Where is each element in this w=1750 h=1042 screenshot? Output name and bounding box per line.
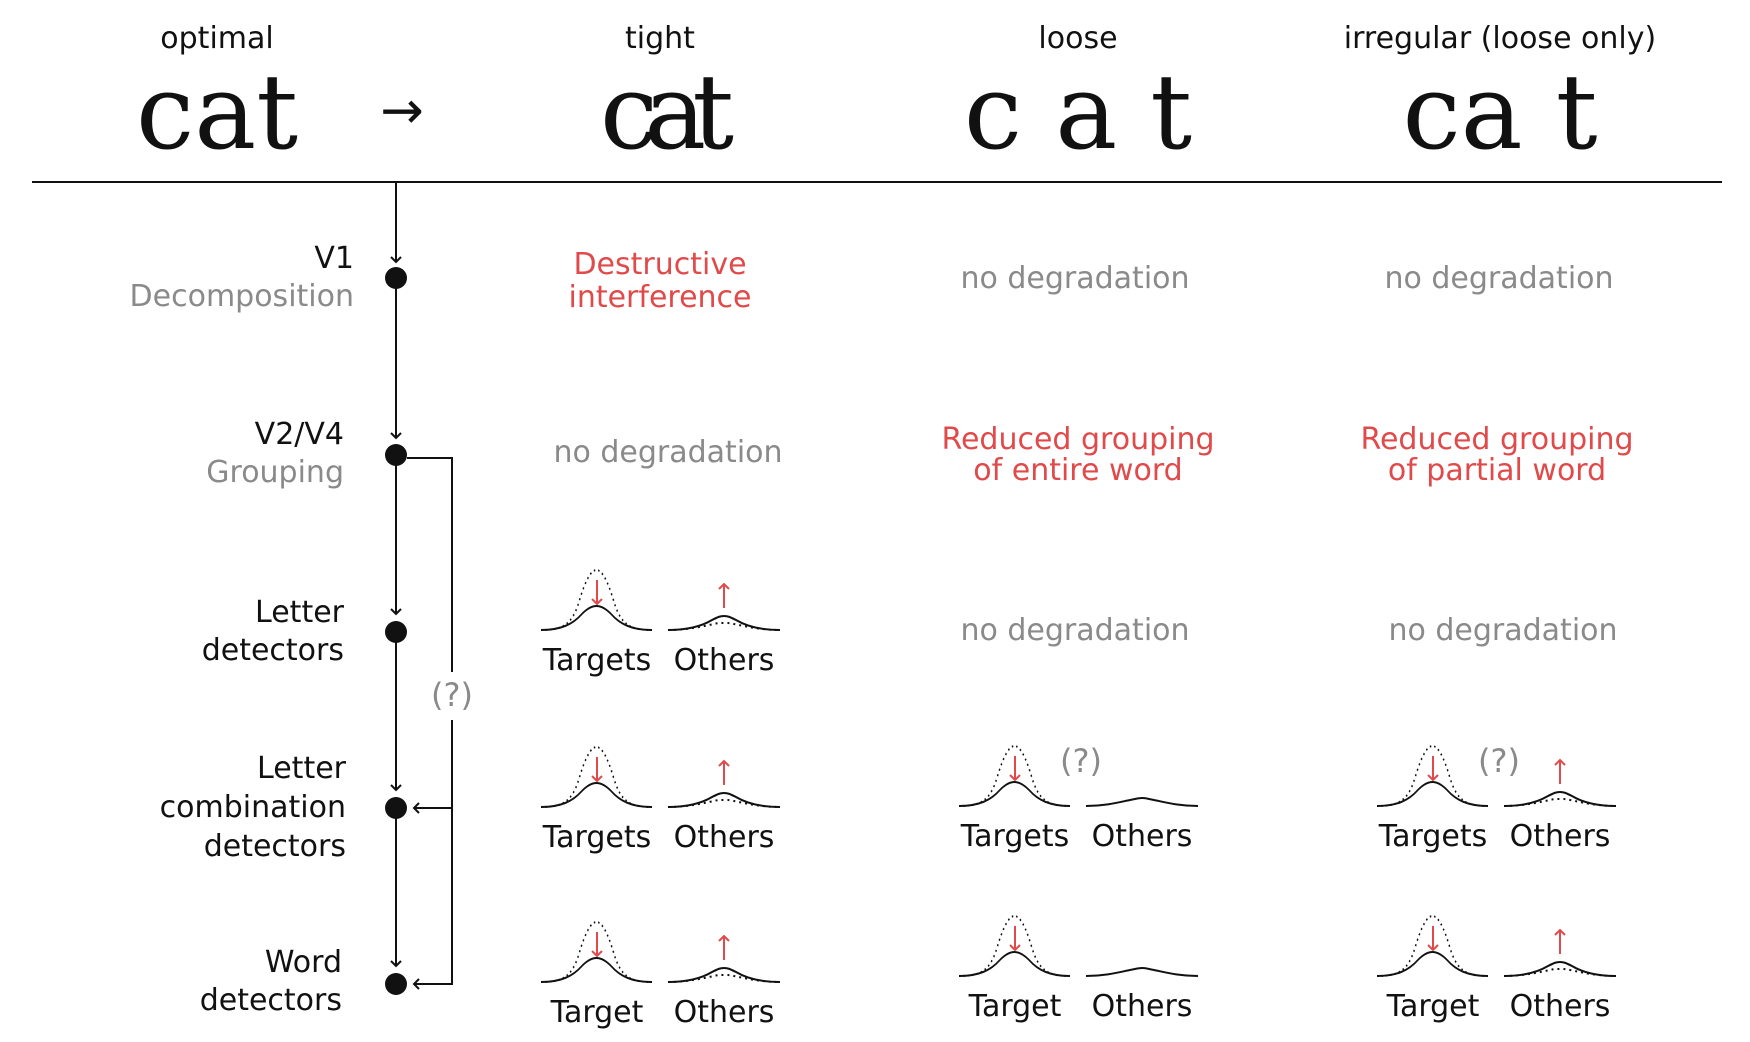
tight-combination-others: Others <box>667 759 781 855</box>
feedback-label-bg <box>428 672 476 720</box>
activation-curves: Targets Others Targets Others Target <box>0 0 1617 1030</box>
loose-word-others: Others <box>1085 966 1199 1024</box>
stage-combination-subtitle: combination <box>160 790 346 825</box>
irregular-combination-others: Others <box>1503 758 1617 854</box>
target-label: Target <box>1386 989 1480 1024</box>
tight-letter-others: Others <box>667 582 781 678</box>
node-v2v4 <box>385 444 407 466</box>
pipeline: (?) V1 Decomposition V2/V4 Grouping Lett… <box>130 183 476 1018</box>
cell-loose-letter: no degradation <box>960 613 1189 648</box>
stage-v2v4-subtitle: Grouping <box>206 455 344 490</box>
others-flat-curve <box>1085 966 1199 977</box>
stage-v1-title: V1 <box>314 241 354 276</box>
targets-label: Targets <box>542 820 651 855</box>
target-label: Target <box>968 989 1062 1024</box>
cell-irregular-v2-line2: of partial word <box>1388 453 1606 488</box>
word-irregular: ca t <box>1402 51 1597 173</box>
target-actual-solid <box>1376 950 1488 977</box>
others-label: Others <box>1510 989 1611 1024</box>
cell-irregular-v2-line1: Reduced grouping <box>1360 422 1633 457</box>
word-optimal: cat <box>136 51 298 173</box>
caption-loose: loose <box>1038 21 1117 56</box>
node-letter-combination <box>385 797 407 819</box>
others-actual-solid <box>667 791 781 808</box>
others-actual-solid <box>1503 790 1617 807</box>
target-actual-solid <box>958 780 1070 807</box>
cell-tight-v1-line1: Destructive <box>573 247 746 282</box>
others-label: Others <box>1510 819 1611 854</box>
stage-word-title: Word <box>265 945 342 980</box>
cell-irregular-letter: no degradation <box>1388 613 1617 648</box>
stage-combination-subtitle2: detectors <box>204 829 346 864</box>
stage-v2v4-title: V2/V4 <box>255 417 344 452</box>
others-label: Others <box>674 995 775 1030</box>
others-label: Others <box>674 820 775 855</box>
targets-label: Targets <box>542 643 651 678</box>
others-actual-solid <box>667 614 781 631</box>
target-actual-solid <box>540 956 652 983</box>
cell-loose-v1: no degradation <box>960 261 1189 296</box>
irregular-word-target: Target <box>1376 914 1488 1024</box>
stage-combination-title: Letter <box>257 751 347 786</box>
stage-letter-subtitle: detectors <box>202 633 344 668</box>
target-actual-solid <box>540 781 652 808</box>
target-actual-solid <box>1376 780 1488 807</box>
loose-word-target: Target <box>958 914 1070 1024</box>
stage-word-subtitle: detectors <box>200 983 342 1018</box>
cell-tight-v1-line2: interference <box>568 280 751 315</box>
cell-irregular-v1: no degradation <box>1384 261 1613 296</box>
node-v1 <box>385 267 407 289</box>
tight-combination-targets: Targets <box>540 745 652 855</box>
targets-label: Targets <box>960 819 1069 854</box>
target-actual-solid <box>540 604 652 631</box>
stage-v1-subtitle: Decomposition <box>130 279 354 314</box>
target-curve-baseline <box>0 0 152 4</box>
target-label: Target <box>550 995 644 1030</box>
irregular-combination-targets: (?) Targets <box>1376 742 1520 854</box>
word-loose: c a t <box>964 51 1192 173</box>
node-letter <box>385 621 407 643</box>
feedback-label: (?) <box>431 676 473 714</box>
header-arrow: → <box>380 81 424 141</box>
irregular-word-others: Others <box>1503 928 1617 1024</box>
uncertain-label: (?) <box>1060 742 1102 780</box>
node-word <box>385 973 407 995</box>
loose-combination-targets: (?) Targets <box>958 742 1102 854</box>
others-actual-solid <box>1503 960 1617 977</box>
cells: Destructive interference no degradation … <box>553 247 1633 648</box>
others-label: Others <box>674 643 775 678</box>
word-tight: cat <box>600 51 733 173</box>
others-flat-curve <box>1085 796 1199 807</box>
targets-label: Targets <box>1378 819 1487 854</box>
caption-optimal: optimal <box>160 21 273 56</box>
others-actual-solid <box>667 966 781 983</box>
others-label: Others <box>1092 989 1193 1024</box>
caption-irregular: irregular (loose only) <box>1344 21 1656 56</box>
others-label: Others <box>1092 819 1193 854</box>
cell-loose-v2-line2: of entire word <box>973 453 1182 488</box>
tight-letter-targets: Targets <box>0 0 652 678</box>
uncertain-label: (?) <box>1478 742 1520 780</box>
stage-letter-title: Letter <box>255 595 345 630</box>
target-actual-solid <box>958 950 1070 977</box>
loose-combination-others: Others <box>1085 796 1199 854</box>
header: optimal tight loose irregular (loose onl… <box>32 21 1722 183</box>
cell-tight-v2: no degradation <box>553 435 782 470</box>
cell-loose-v2-line1: Reduced grouping <box>941 422 1214 457</box>
feedback-bracket <box>407 457 453 990</box>
caption-tight: tight <box>625 21 695 56</box>
tight-word-target: Target <box>540 920 652 1030</box>
tight-word-others: Others <box>667 934 781 1030</box>
